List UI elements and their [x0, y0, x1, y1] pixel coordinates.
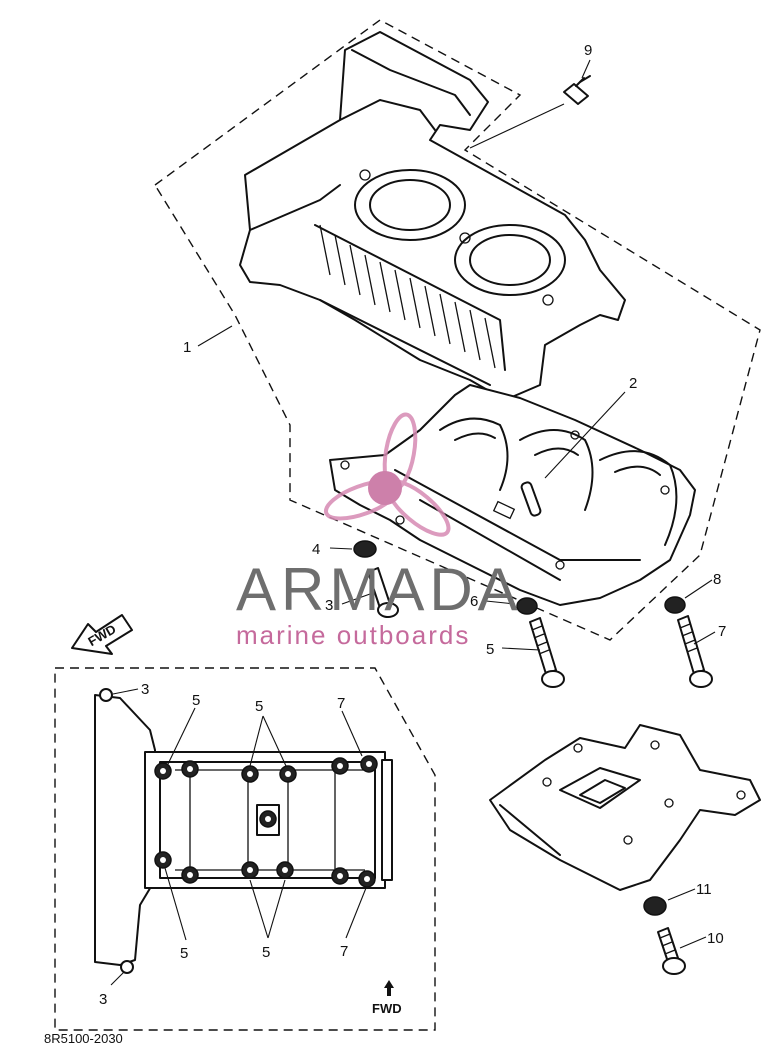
inset-callout-3-bottom: 3: [99, 991, 107, 1008]
callout-3: 3: [325, 597, 333, 614]
watermark-brand: ARMADA: [236, 556, 523, 623]
propeller-logo: [323, 412, 451, 537]
diagram-code: 8R5100-2030: [44, 1031, 123, 1046]
inset-callout-7-bottom: 7: [340, 943, 348, 960]
callout-4: 4: [312, 541, 320, 558]
crankcase-lower-half: [329, 384, 696, 606]
fwd-label-inset: FWD: [372, 1001, 402, 1016]
mounting-bracket: [489, 724, 761, 891]
dowel-pin-part-2: [520, 481, 542, 517]
callout-9: 9: [584, 42, 592, 59]
callout-1: 1: [183, 339, 191, 356]
fwd-arrow-inset: FWD: [372, 980, 402, 1016]
watermark-tagline: marine outboards: [236, 620, 470, 650]
washer-part-11: [643, 896, 667, 916]
assembly-boundary-part-1: [154, 19, 761, 641]
callout-7: 7: [718, 623, 726, 640]
callout-8: 8: [713, 571, 721, 588]
watermark: ARMADA marine outboards: [236, 412, 523, 650]
inset-callout-5-top-left: 5: [192, 692, 200, 709]
washer-part-4: [353, 540, 377, 558]
inset-callout-3-top: 3: [141, 681, 149, 698]
inset-callout-5-bottom-left: 5: [180, 945, 188, 962]
inset-callout-5-bottom-mid: 5: [262, 944, 270, 961]
bolt-part-5: [529, 617, 565, 688]
inset-callout-7-top: 7: [337, 695, 345, 712]
inset-bottom-view: 3 3 5 5 7 5 5 7 FWD: [54, 667, 436, 1031]
callouts: 1 2 4 3 6 5 8 7 9 11 10: [183, 42, 726, 949]
inset-callout-5-top-mid: 5: [255, 698, 263, 715]
bolt-part-7: [677, 615, 713, 688]
bolt-part-10: [657, 927, 686, 975]
callout-6: 6: [470, 593, 478, 610]
bolt-part-3: [367, 567, 399, 618]
inset-bolt-holes: [154, 755, 378, 888]
callout-5: 5: [486, 641, 494, 658]
fitting-part-9: [563, 75, 591, 105]
washer-part-6: [516, 597, 538, 615]
fwd-arrow-main: FWD: [71, 614, 133, 655]
washer-part-8: [664, 596, 686, 614]
callout-11: 11: [696, 881, 712, 898]
callout-10: 10: [707, 930, 724, 947]
crankcase-upper-half: [239, 31, 626, 401]
callout-2: 2: [629, 375, 637, 392]
inset-boundary: [54, 667, 436, 1031]
